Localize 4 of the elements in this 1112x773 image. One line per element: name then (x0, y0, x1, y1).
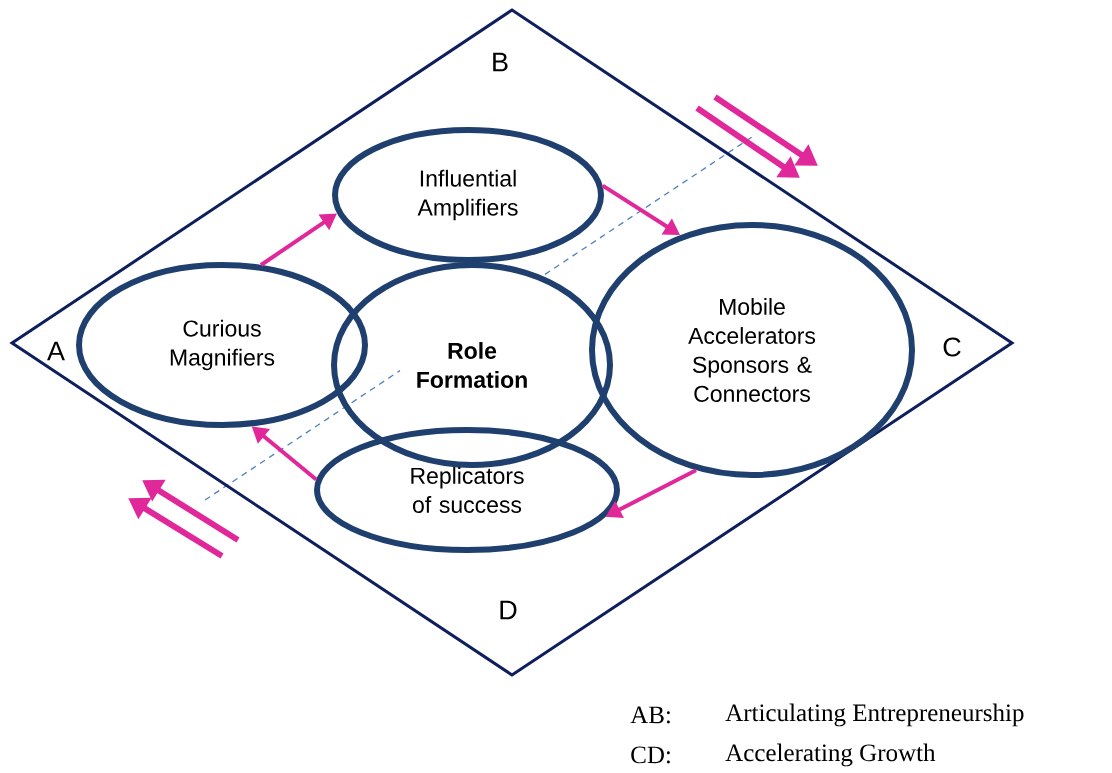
key-text: CD: (631, 746, 670, 764)
key-text: AB: (630, 706, 670, 724)
key-text: Accelerating Growth (725, 743, 936, 767)
key-text: Articulating Entrepreneurship (725, 703, 1024, 727)
